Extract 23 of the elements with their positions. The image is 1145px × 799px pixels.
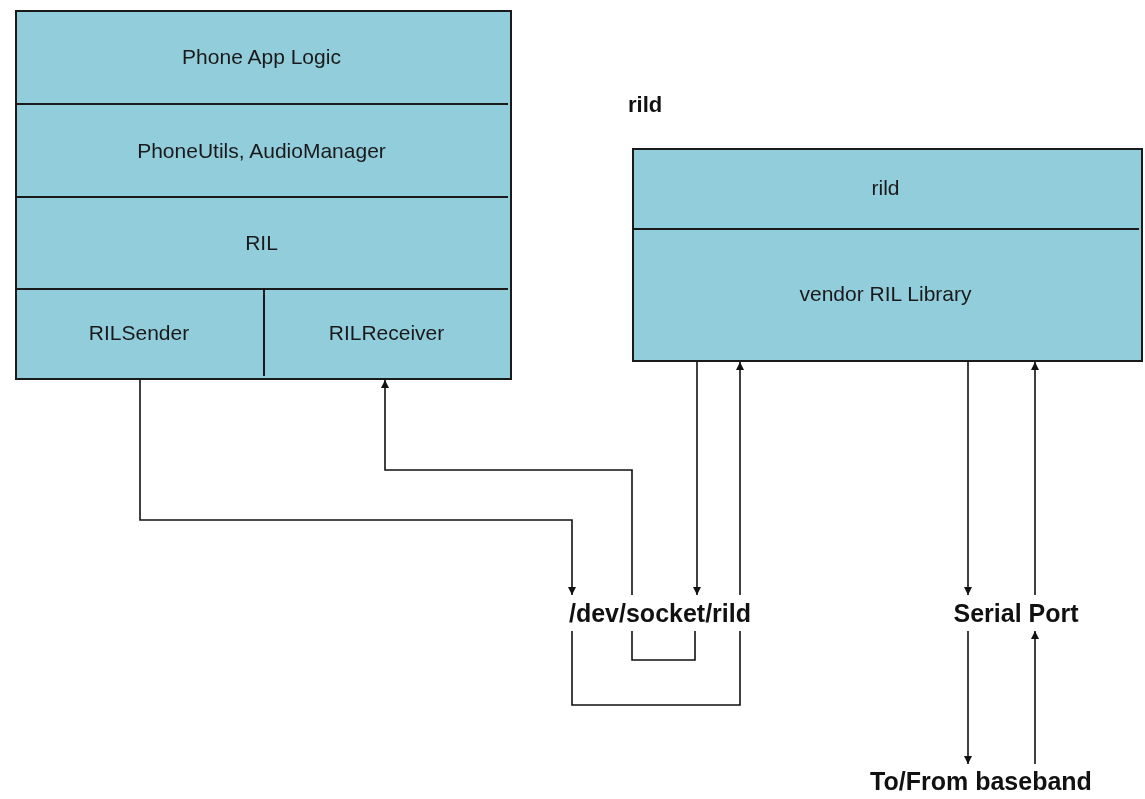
connector-line (631, 630, 696, 661)
component-heading: rild (628, 92, 663, 118)
connector-line (571, 630, 741, 706)
layer-box (263, 288, 508, 376)
arrow (964, 630, 972, 765)
endpoint-label: To/From baseband (870, 766, 1092, 796)
layer-label: rild (871, 176, 900, 200)
arrow (736, 361, 744, 596)
layer-label: RILReceiver (328, 321, 445, 345)
endpoint-label: Serial Port (953, 598, 1079, 628)
layer-label: RIL (245, 231, 278, 255)
component-box (15, 10, 512, 380)
arrow (139, 379, 576, 596)
arrow (1031, 630, 1039, 765)
arrow (1031, 361, 1039, 596)
arrow (964, 361, 972, 596)
arrow (693, 361, 701, 596)
layer-label: PhoneUtils, AudioManager (137, 138, 386, 163)
arrow (381, 379, 633, 596)
layer-label: RILSender (88, 321, 190, 345)
endpoint-label: /dev/socket/rild (569, 598, 751, 628)
layer-label: Phone App Logic (182, 44, 341, 69)
layer-label: vendor RIL Library (799, 282, 972, 306)
